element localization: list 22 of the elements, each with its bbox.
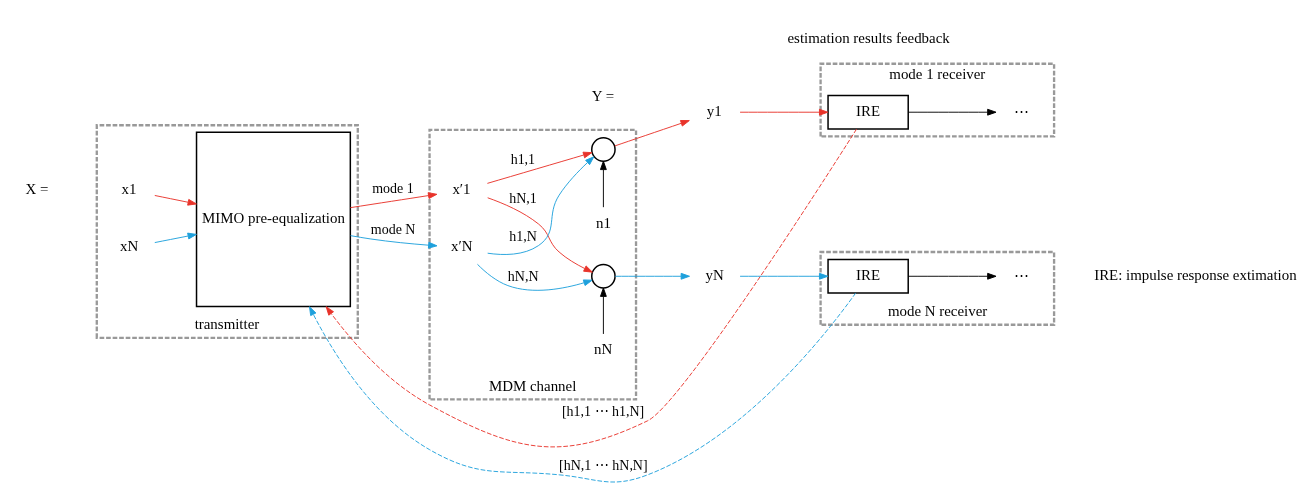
- edge-label: [hN,1 ⋯ hN,N]: [559, 457, 648, 473]
- node-text: xN: [120, 237, 139, 254]
- edge-label: mode 1: [372, 180, 414, 196]
- edge-label: h1,1: [510, 151, 536, 167]
- node-text: n1: [595, 214, 611, 231]
- edge-label: mode N: [370, 221, 416, 237]
- node-text: yN: [705, 266, 724, 283]
- node-text: ⋯: [1014, 266, 1030, 283]
- label: Y =: [591, 87, 615, 104]
- node-text: ⋯: [1014, 102, 1030, 119]
- edge-label: [h1,1 ⋯ h1,N]: [561, 403, 645, 419]
- edge-label: h1,N: [509, 228, 537, 244]
- node-text: x1: [121, 180, 137, 197]
- label: X =: [25, 180, 49, 197]
- node-text: nN: [594, 340, 613, 357]
- node-text: y1: [706, 102, 722, 119]
- node-text: x′N: [451, 237, 473, 254]
- edge-label: hN,N: [507, 268, 539, 284]
- node-text: x′1: [452, 180, 471, 197]
- label: IRE: impulse response extimation: [1094, 266, 1297, 283]
- edge-label: hN,1: [509, 190, 537, 206]
- label: estimation results feedback: [787, 29, 950, 46]
